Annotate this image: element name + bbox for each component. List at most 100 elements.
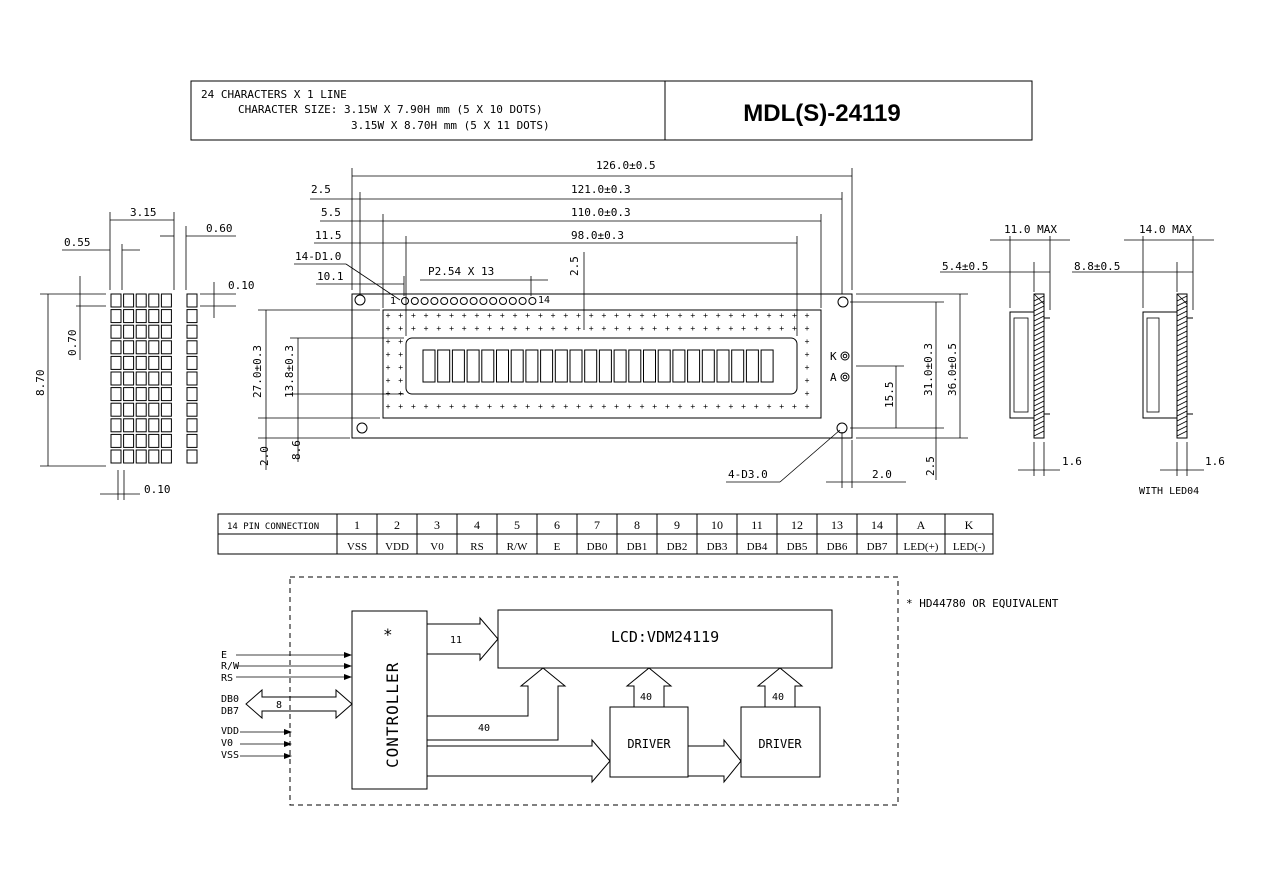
pin-name: DB0: [587, 541, 608, 553]
matrix-dot: [186, 309, 198, 324]
data-bus-width: 8: [276, 700, 282, 711]
matrix-dot: [110, 433, 122, 448]
connector-pin: [508, 297, 517, 305]
bezel-mark: +: [805, 350, 810, 359]
bus-40-label-a: 40: [478, 723, 490, 734]
pin-number: 7: [594, 518, 600, 532]
dim-2-0-h: 2.0: [872, 468, 892, 481]
matrix-dot: [186, 387, 198, 402]
matrix-dot: [160, 355, 172, 370]
dim-side-1-6-a: 1.6: [1062, 455, 1082, 468]
bezel-mark: +: [487, 402, 492, 411]
side-view-led: 14.0 MAX 8.8±0.5 1.6 WITH LED04: [1072, 223, 1225, 497]
matrix-dot: [148, 293, 160, 308]
matrix-dot: [160, 340, 172, 355]
pin-number: 4: [474, 518, 480, 532]
matrix-dot: [110, 418, 122, 433]
pin-number: 5: [514, 518, 520, 532]
character-cell: [540, 349, 554, 383]
bezel-mark: +: [411, 324, 416, 333]
controller-label: CONTROLLER: [383, 662, 402, 768]
bezel-mark: +: [741, 324, 746, 333]
bezel-mark: +: [703, 402, 708, 411]
bezel-mark: +: [474, 311, 479, 320]
character-cell: [554, 349, 568, 383]
dim-110: 110.0±0.3: [571, 206, 631, 219]
matrix-dot: [148, 309, 160, 324]
dim-27: 27.0±0.3: [251, 345, 264, 398]
bezel-mark: +: [805, 376, 810, 385]
bezel-mark: +: [398, 324, 403, 333]
character-cell: [628, 349, 642, 383]
bezel-mark: +: [767, 324, 772, 333]
bezel-mark: +: [627, 324, 632, 333]
bezel-mark: +: [449, 402, 454, 411]
dim-char-width: 3.15: [130, 206, 157, 219]
bezel-mark: +: [665, 324, 670, 333]
bezel-mark: +: [576, 311, 581, 320]
bezel-mark: +: [690, 311, 695, 320]
character-cell: [422, 349, 436, 383]
bezel-mark: +: [563, 311, 568, 320]
bezel-mark: +: [728, 324, 733, 333]
signal-v0: V0: [221, 738, 233, 749]
pin-connection-table: 14 PIN CONNECTION 1VSS2VDD3V04RS5R/W6E7D…: [217, 513, 994, 555]
matrix-dot: [135, 293, 147, 308]
dim-char-height: 8.70: [34, 370, 47, 397]
controller-note: * HD44780 OR EQUIVALENT: [906, 597, 1059, 610]
character-cell: [731, 349, 745, 383]
pin-name: DB2: [667, 541, 688, 553]
bezel-mark: +: [449, 311, 454, 320]
bezel-mark: +: [500, 402, 505, 411]
matrix-dot: [135, 402, 147, 417]
driver-block-1: [609, 706, 689, 778]
bezel-mark: +: [513, 324, 518, 333]
matrix-dot: [135, 371, 147, 386]
dim-pin-hole: 14-D1.0: [295, 250, 341, 263]
matrix-dot: [135, 387, 147, 402]
matrix-dot: [148, 418, 160, 433]
character-cell: [496, 349, 509, 383]
character-cell: [643, 349, 656, 383]
bezel-mark: +: [690, 324, 695, 333]
bezel-mark: +: [741, 311, 746, 320]
matrix-dot: [160, 449, 172, 464]
matrix-dot: [148, 449, 160, 464]
bezel-mark: +: [741, 402, 746, 411]
bezel-mark: +: [436, 402, 441, 411]
bezel-mark: +: [411, 311, 416, 320]
bezel-outline: [382, 309, 822, 419]
matrix-dot: [123, 324, 135, 339]
matrix-dot: [135, 324, 147, 339]
bezel-mark: +: [449, 324, 454, 333]
dim-dot-pitch-h: 0.70: [66, 330, 79, 357]
connector-pin: [489, 297, 498, 305]
character-cells: [422, 349, 774, 383]
connector-pins: [401, 297, 537, 305]
bezel-mark: +: [665, 311, 670, 320]
character-dot-matrix: [110, 293, 172, 464]
bezel-mark: +: [716, 311, 721, 320]
character-cell: [745, 349, 759, 383]
spec-line-3: 3.15W X 8.70H mm (5 X 11 DOTS): [351, 119, 550, 132]
dim-98: 98.0±0.3: [571, 229, 624, 242]
connector-pin: [401, 297, 409, 305]
matrix-dot: [135, 355, 147, 370]
matrix-dot: [186, 433, 198, 448]
connector-pin: [479, 297, 488, 305]
dim-31: 31.0±0.3: [922, 343, 935, 396]
driver-1-label: DRIVER: [627, 737, 671, 751]
bezel-mark: +: [386, 350, 391, 359]
matrix-dot: [110, 402, 122, 417]
bezel-mark: +: [652, 311, 657, 320]
signal-db0: DB0: [221, 694, 239, 705]
dim-2-5-top: 2.5: [568, 256, 581, 276]
led-a-label: A: [830, 371, 837, 384]
matrix-dot: [110, 449, 122, 464]
pin-name: DB5: [787, 541, 808, 553]
bezel-mark: +: [792, 402, 797, 411]
bezel-mark: +: [500, 324, 505, 333]
bezel-mark: +: [779, 402, 784, 411]
bezel-mark: +: [716, 402, 721, 411]
